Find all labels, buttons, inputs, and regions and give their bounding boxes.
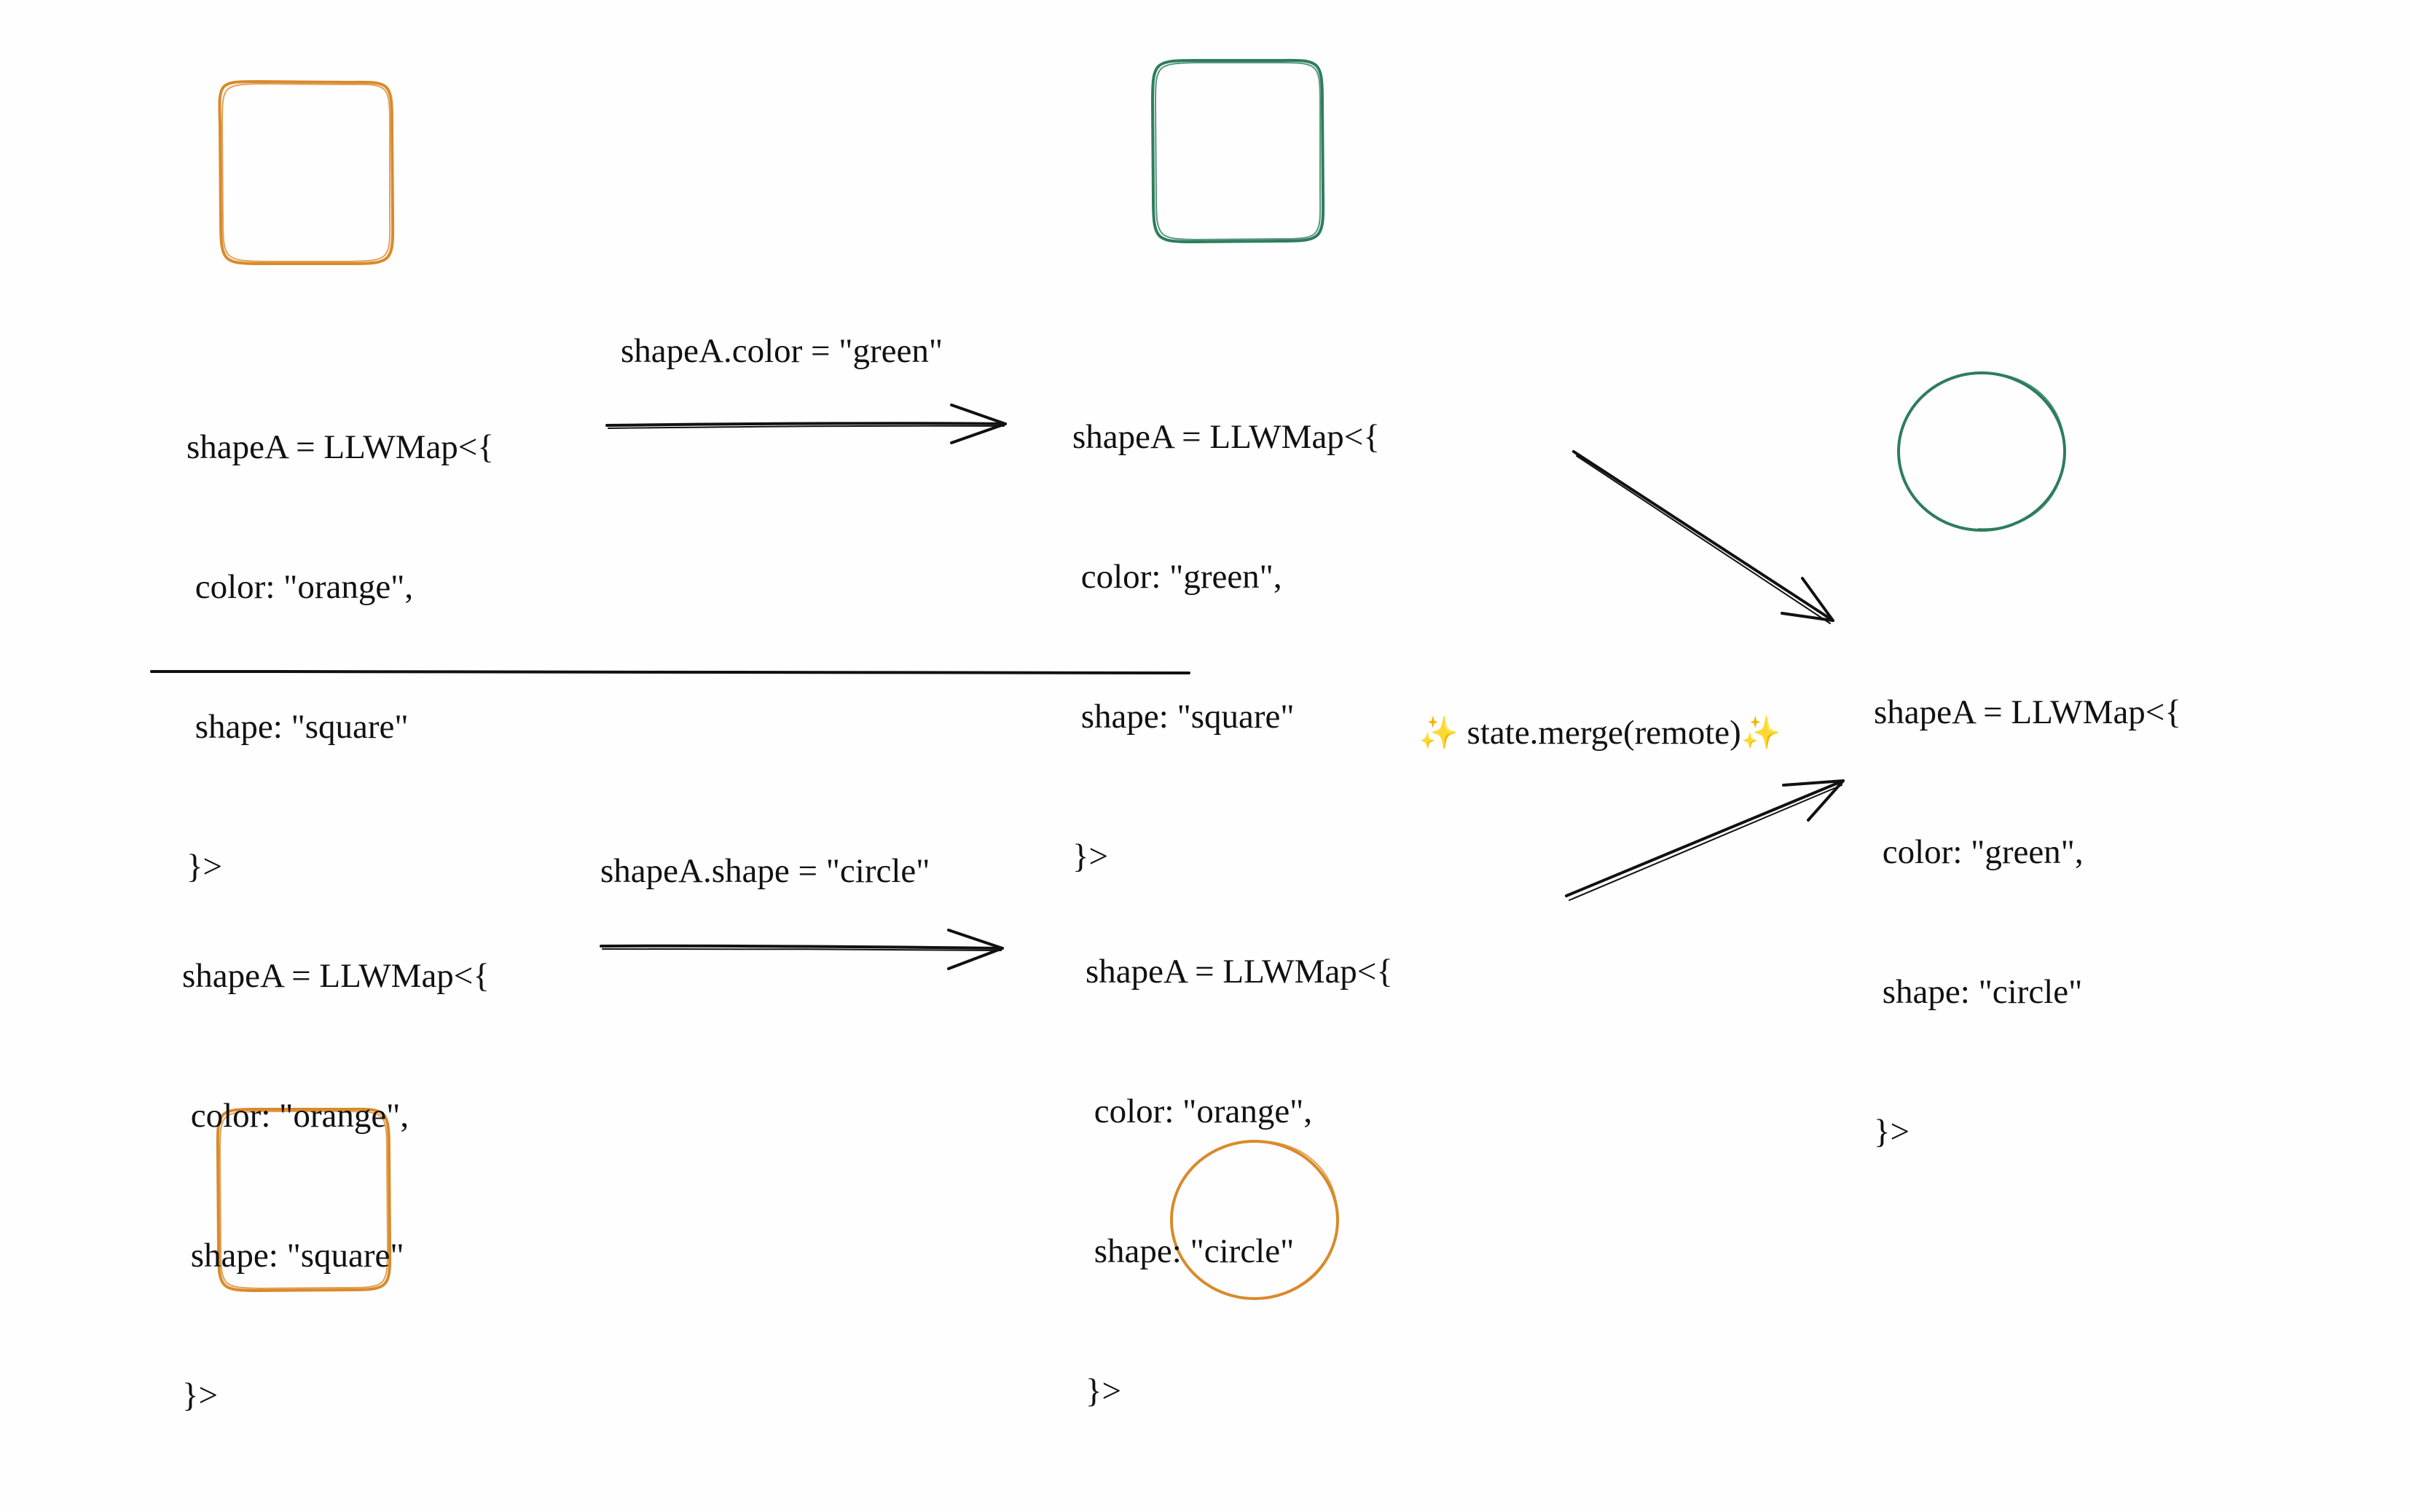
merge-label: ✨ state.merge(remote)✨ xyxy=(1384,667,1781,799)
shape-a2-green-square xyxy=(1151,58,1325,243)
sparkle-icon: ✨ xyxy=(1418,714,1459,752)
state-line: shapeA = LLWMap<{ xyxy=(1874,693,2181,731)
shape-b1-orange-square xyxy=(216,1107,392,1292)
state-a1-code: shapeA = LLWMap<{ color: "orange", shape… xyxy=(187,331,494,983)
state-line: shapeA = LLWMap<{ xyxy=(182,957,490,995)
state-b2-code: shapeA = LLWMap<{ color: "orange", shape… xyxy=(1086,855,1393,1508)
state-line: color: "green", xyxy=(1874,833,2084,871)
operation-top-label: shapeA.color = "green" xyxy=(621,332,943,370)
state-line: shape: "square" xyxy=(1072,698,1295,736)
diagram-canvas: shapeA = LLWMap<{ color: "orange", shape… xyxy=(150,58,2181,1414)
state-line: }> xyxy=(187,848,223,886)
state-line: shapeA = LLWMap<{ xyxy=(187,428,494,466)
state-line: shape: "square" xyxy=(182,1237,404,1275)
state-line: }> xyxy=(1874,1113,1910,1151)
arrow-bottom-operation xyxy=(600,929,1004,970)
sparkle-icon: ✨ xyxy=(1740,714,1781,752)
operation-bottom-label: shapeA.shape = "circle" xyxy=(600,852,930,890)
state-b1-code: shapeA = LLWMap<{ color: "orange", shape… xyxy=(182,859,490,1512)
state-line: color: "orange", xyxy=(182,1097,409,1135)
state-line: shape: "circle" xyxy=(1874,973,2083,1011)
arrow-merge-from-top xyxy=(1572,450,1834,624)
shape-a1-orange-square xyxy=(218,80,395,265)
state-line: shape: "circle" xyxy=(1086,1232,1295,1270)
shape-merged-green-circle xyxy=(1897,371,2066,532)
arrow-top-operation xyxy=(605,403,1007,444)
arrow-merge-from-bottom xyxy=(1565,779,1845,901)
state-line: }> xyxy=(1086,1372,1122,1410)
diagram-drawing xyxy=(150,58,2066,1300)
state-line: }> xyxy=(182,1377,219,1414)
state-line: shapeA = LLWMap<{ xyxy=(1086,953,1393,991)
merge-text: state.merge(remote) xyxy=(1458,714,1741,752)
state-a2-code: shapeA = LLWMap<{ color: "green", shape:… xyxy=(1072,320,1380,973)
state-line: color: "green", xyxy=(1072,558,1282,596)
state-line: color: "orange", xyxy=(1086,1092,1313,1130)
state-merged-code: shapeA = LLWMap<{ color: "green", shape:… xyxy=(1874,596,2181,1248)
state-line: color: "orange", xyxy=(187,568,414,606)
state-line: }> xyxy=(1072,838,1109,875)
state-line: shape: "square" xyxy=(187,708,409,746)
state-line: shapeA = LLWMap<{ xyxy=(1072,418,1380,456)
timeline-divider xyxy=(150,670,1190,674)
